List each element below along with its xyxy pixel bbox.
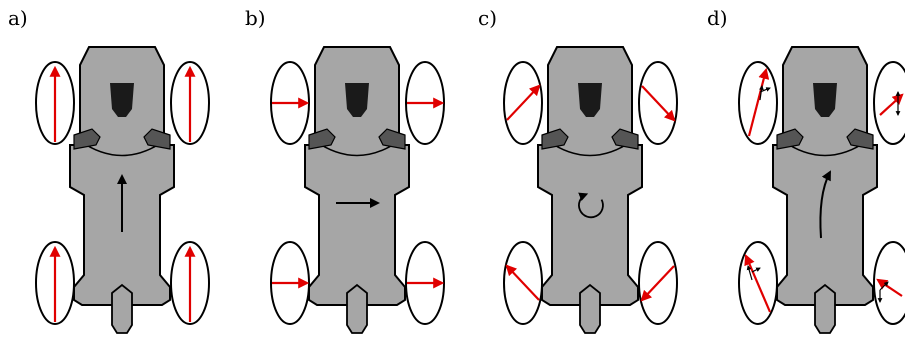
panel-d bbox=[739, 47, 905, 333]
robot-body-b bbox=[305, 47, 409, 333]
wheel-front-right bbox=[874, 62, 905, 144]
panel-c bbox=[504, 47, 677, 333]
panel-a bbox=[36, 47, 209, 333]
robot-body-c bbox=[538, 47, 642, 333]
panel-b bbox=[271, 47, 444, 333]
robot-body-d bbox=[773, 47, 877, 333]
wheel-rear-right bbox=[874, 242, 905, 324]
